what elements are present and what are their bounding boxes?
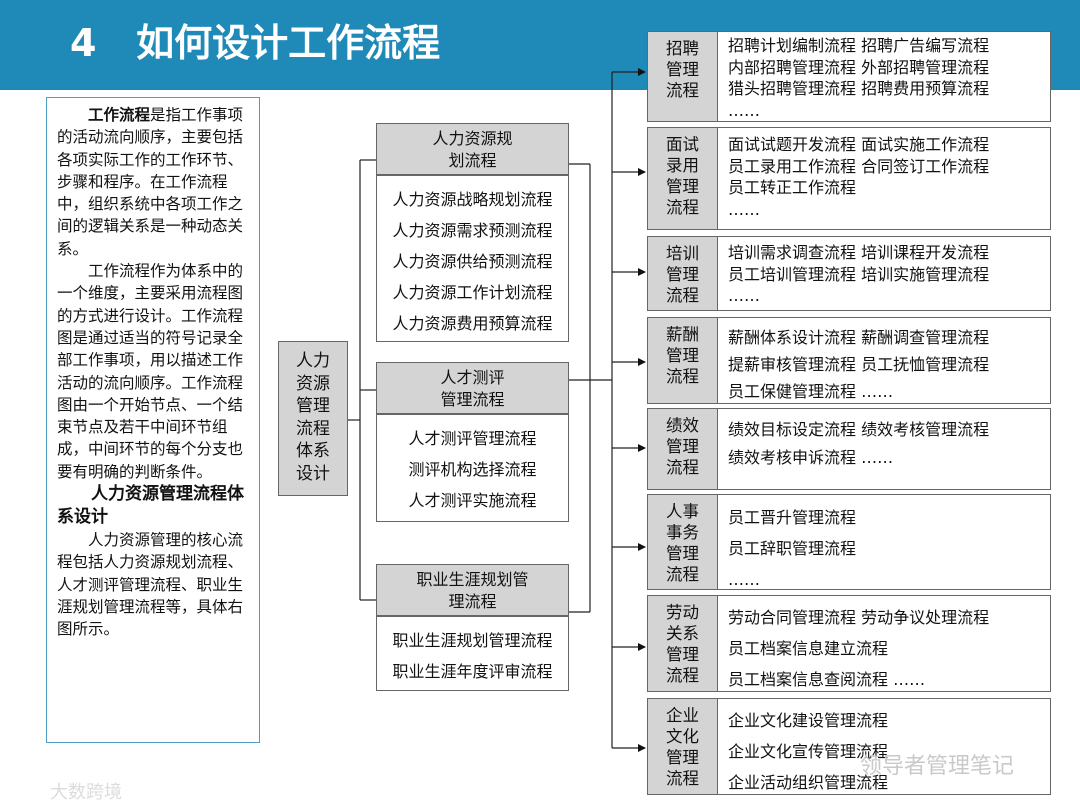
- description-paragraph-2: 工作流程作为体系中的一个维度，主要采用流程图的方式进行设计。工作流程图是通过适当…: [57, 262, 244, 481]
- list-item: 面试试题开发流程 面试实施工作流程: [728, 135, 990, 154]
- definition-text: 是指工作事项的活动流向顺序，主要包括各项实际工作的工作环节、步骤和程序。在工作流…: [57, 106, 244, 258]
- list-item: 提薪审核管理流程 员工抚恤管理流程: [728, 355, 990, 374]
- watermark-left: 大数跨境: [50, 782, 122, 803]
- middle-group-1-items: 人力资源战略规划流程 人力资源需求预测流程 人力资源供给预测流程 人力资源工作计…: [376, 175, 569, 342]
- description-panel: 工作流程是指工作事项的活动流向顺序，主要包括各项实际工作的工作环节、步骤和程序。…: [46, 97, 260, 743]
- right-group-content: 培训需求调查流程 培训课程开发流程 员工培训管理流程 培训实施管理流程 ……: [728, 242, 1046, 307]
- middle-group-3-title: 职业生涯规划管理流程: [376, 564, 569, 616]
- list-item: 测评机构选择流程: [408, 460, 537, 479]
- list-item: ……: [728, 286, 760, 305]
- list-item: ……: [728, 570, 760, 589]
- list-item: 员工转正工作流程: [728, 178, 857, 197]
- list-item: 企业活动组织管理流程: [728, 773, 889, 792]
- list-item: 员工保健管理流程 ……: [728, 382, 894, 401]
- root-node: 人力资源管理流程体系设计: [278, 341, 348, 496]
- list-item: 人才测评实施流程: [408, 491, 537, 510]
- list-item: 人力资源工作计划流程: [392, 283, 553, 302]
- right-group-label: 招聘管理流程: [648, 32, 718, 121]
- description-paragraph-3: 人力资源管理的核心流程包括人力资源规划流程、人才测评管理流程、职业生涯规划管理流…: [57, 531, 244, 639]
- term-workflow: 工作流程: [88, 106, 151, 124]
- list-item: 猎头招聘管理流程 招聘费用预算流程: [728, 79, 990, 98]
- right-group-personnel: 人事事务管理流程 员工晋升管理流程 员工辞职管理流程 ……: [647, 494, 1051, 590]
- list-item: ……: [728, 100, 760, 120]
- list-item: 薪酬体系设计流程 薪酬调查管理流程: [728, 328, 990, 347]
- right-group-culture: 企业文化管理流程 企业文化建设管理流程 企业文化宣传管理流程 企业活动组织管理流…: [647, 698, 1051, 795]
- right-group-interview: 面试录用管理流程 面试试题开发流程 面试实施工作流程 员工录用工作流程 合同签订…: [647, 127, 1051, 230]
- middle-group-2-items: 人才测评管理流程 测评机构选择流程 人才测评实施流程: [376, 414, 569, 522]
- list-item: 员工晋升管理流程: [728, 508, 857, 527]
- list-item: 人才测评管理流程: [408, 429, 537, 448]
- list-item: 人力资源需求预测流程: [392, 221, 553, 240]
- right-group-label: 面试录用管理流程: [648, 128, 718, 229]
- right-group-training: 培训管理流程 培训需求调查流程 培训课程开发流程 员工培训管理流程 培训实施管理…: [647, 236, 1051, 311]
- right-group-content: 企业文化建设管理流程 企业文化宣传管理流程 企业活动组织管理流程: [728, 705, 1046, 798]
- list-item: 职业生涯规划管理流程: [392, 631, 553, 650]
- middle-group-1-title-text: 人力资源规划流程: [432, 129, 513, 170]
- right-group-label: 企业文化管理流程: [648, 699, 718, 794]
- right-group-recruitment: 招聘管理流程 招聘计划编制流程 招聘广告编写流程 内部招聘管理流程 外部招聘管理…: [647, 31, 1051, 122]
- list-item: 人力资源费用预算流程: [392, 314, 553, 333]
- list-item: 内部招聘管理流程 外部招聘管理流程: [728, 57, 990, 77]
- right-group-label: 劳动关系管理流程: [648, 596, 718, 691]
- right-group-content: 招聘计划编制流程 招聘广告编写流程 内部招聘管理流程 外部招聘管理流程 猎头招聘…: [728, 35, 1046, 121]
- right-group-label: 人事事务管理流程: [648, 495, 718, 589]
- list-item: 劳动合同管理流程 劳动争议处理流程: [728, 608, 990, 627]
- list-item: 员工辞职管理流程: [728, 539, 857, 558]
- list-item: 员工档案信息建立流程: [728, 639, 889, 658]
- right-group-label: 培训管理流程: [648, 237, 718, 310]
- right-group-label: 薪酬管理流程: [648, 318, 718, 403]
- list-item: 绩效考核申诉流程 ……: [728, 448, 894, 467]
- middle-group-2-title: 人才测评管理流程: [376, 362, 569, 414]
- list-item: ……: [728, 199, 760, 219]
- right-group-performance: 绩效管理流程 绩效目标设定流程 绩效考核管理流程 绩效考核申诉流程 ……: [647, 408, 1051, 490]
- right-group-content: 面试试题开发流程 面试实施工作流程 员工录用工作流程 合同签订工作流程 员工转正…: [728, 134, 1046, 220]
- list-item: 职业生涯年度评审流程: [392, 662, 553, 681]
- right-group-compensation: 薪酬管理流程 薪酬体系设计流程 薪酬调查管理流程 提薪审核管理流程 员工抚恤管理…: [647, 317, 1051, 404]
- middle-group-2-title-text: 人才测评管理流程: [440, 368, 505, 409]
- list-item: 招聘计划编制流程 招聘广告编写流程: [728, 36, 990, 55]
- right-group-content: 绩效目标设定流程 绩效考核管理流程 绩效考核申诉流程 ……: [728, 416, 1046, 472]
- right-group-content: 劳动合同管理流程 劳动争议处理流程 员工档案信息建立流程 员工档案信息查阅流程 …: [728, 602, 1046, 695]
- list-item: 企业文化建设管理流程: [728, 711, 889, 730]
- right-group-content: 薪酬体系设计流程 薪酬调查管理流程 提薪审核管理流程 员工抚恤管理流程 员工保健…: [728, 324, 1046, 405]
- list-item: 人力资源供给预测流程: [392, 252, 553, 271]
- root-node-label: 人力资源管理流程体系设计: [296, 351, 330, 484]
- list-item: 员工档案信息查阅流程 ……: [728, 670, 926, 689]
- list-item: 员工录用工作流程 合同签订工作流程: [728, 156, 990, 176]
- list-item: 培训需求调查流程 培训课程开发流程: [728, 243, 990, 262]
- right-group-label: 绩效管理流程: [648, 409, 718, 489]
- middle-group-1-title: 人力资源规划流程: [376, 123, 569, 175]
- description-paragraph-1: 工作流程是指工作事项的活动流向顺序，主要包括各项实际工作的工作环节、步骤和程序。…: [57, 104, 253, 260]
- section-heading: 人力资源管理流程体系设计: [57, 484, 244, 528]
- list-item: 绩效目标设定流程 绩效考核管理流程: [728, 420, 990, 439]
- right-group-labor: 劳动关系管理流程 劳动合同管理流程 劳动争议处理流程 员工档案信息建立流程 员工…: [647, 595, 1051, 692]
- page-title: 4 如何设计工作流程: [70, 21, 441, 65]
- middle-group-3-title-text: 职业生涯规划管理流程: [416, 570, 529, 611]
- list-item: 人力资源战略规划流程: [392, 190, 553, 209]
- list-item: 员工培训管理流程 培训实施管理流程: [728, 264, 990, 284]
- middle-group-3-items: 职业生涯规划管理流程 职业生涯年度评审流程: [376, 616, 569, 691]
- watermark-right: 领导者管理笔记: [860, 754, 1015, 779]
- right-group-content: 员工晋升管理流程 员工辞职管理流程 ……: [728, 502, 1046, 595]
- list-item: 企业文化宣传管理流程: [728, 742, 889, 761]
